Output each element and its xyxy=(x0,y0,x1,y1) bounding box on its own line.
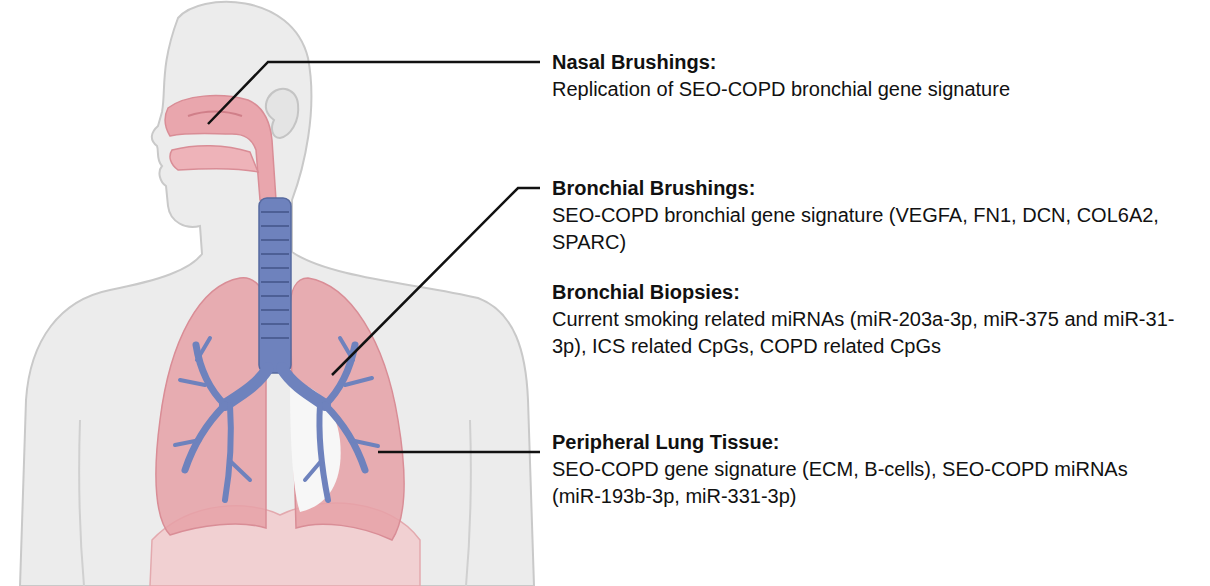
leader-line xyxy=(208,62,540,124)
oral-cavity xyxy=(170,146,258,172)
body-silhouette xyxy=(20,2,534,586)
callout-heading: Peripheral Lung Tissue: xyxy=(552,429,1192,456)
trachea xyxy=(259,198,291,373)
callout-body: Replication of SEO-COPD bronchial gene s… xyxy=(552,76,1202,103)
arm-contour xyxy=(466,420,471,586)
arm-contour xyxy=(79,420,84,586)
leader-line xyxy=(378,451,540,454)
callout-body: SEO-COPD gene signature (ECM, B-cells), … xyxy=(552,456,1152,510)
callout-heading: Nasal Brushings: xyxy=(552,49,1192,76)
right-lung xyxy=(290,278,404,540)
left-lung xyxy=(156,278,266,535)
leader-line xyxy=(332,188,540,375)
callout-heading: Bronchial Biopsies: xyxy=(552,279,1192,306)
callout-heading: Bronchial Brushings: xyxy=(552,175,1192,202)
callout-body: SEO-COPD bronchial gene signature (VEGFA… xyxy=(552,202,1202,256)
trachea-rings xyxy=(261,212,289,338)
bronchi xyxy=(175,338,378,500)
callout-body: Current smoking related miRNAs (miR-203a… xyxy=(552,306,1202,360)
